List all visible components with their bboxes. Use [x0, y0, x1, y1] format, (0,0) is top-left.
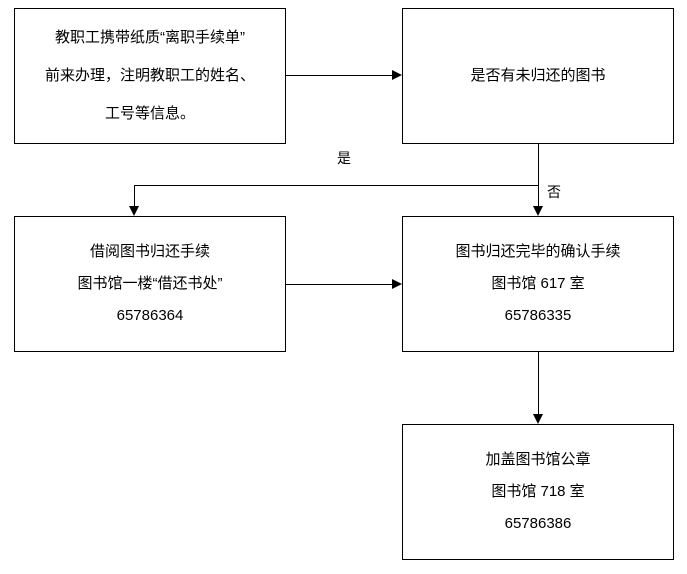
node-return-line-2: 图书馆一楼“借还书处”	[77, 275, 223, 292]
edge-check-to-confirm-arrowhead	[533, 206, 543, 216]
edge-start-to-check-arrowhead	[392, 70, 402, 80]
node-confirm-line-1: 图书归还完毕的确认手续	[455, 243, 621, 260]
edge-confirm-to-stamp	[538, 352, 539, 414]
node-start: 教职工携带纸质“离职手续单” 前来办理，注明教职工的姓名、 工号等信息。	[14, 8, 286, 144]
node-confirm-line-3: 65786335	[504, 307, 572, 324]
node-return-line-1: 借阅图书归还手续	[89, 243, 210, 260]
node-confirm-line-2: 图书馆 617 室	[491, 275, 585, 292]
node-return-line-3: 65786364	[116, 307, 184, 324]
edge-check-to-return-seg-down	[538, 144, 539, 185]
edge-label-yes: 是	[337, 150, 351, 166]
node-start-line-2: 前来办理，注明教职工的姓名、	[44, 67, 255, 84]
node-stamp-line-3: 65786386	[504, 515, 572, 532]
node-stamp-line-1: 加盖图书馆公章	[485, 451, 591, 468]
edge-confirm-to-stamp-arrowhead	[533, 414, 543, 424]
node-check-line-1: 是否有未归还的图书	[470, 67, 606, 84]
edge-check-to-confirm	[538, 185, 539, 206]
edge-check-to-return-seg-drop	[134, 185, 135, 206]
edge-return-to-confirm	[286, 284, 392, 285]
node-stamp-line-2: 图书馆 718 室	[491, 483, 585, 500]
edge-return-to-confirm-arrowhead	[392, 279, 402, 289]
edge-check-to-return-seg-left	[134, 185, 538, 186]
node-start-line-3: 工号等信息。	[104, 105, 195, 122]
node-confirm-return: 图书归还完毕的确认手续 图书馆 617 室 65786335	[402, 216, 674, 352]
node-stamp-seal: 加盖图书馆公章 图书馆 718 室 65786386	[402, 424, 674, 560]
edge-start-to-check	[286, 75, 392, 76]
node-check-unreturned-books: 是否有未归还的图书	[402, 8, 674, 144]
node-return-books: 借阅图书归还手续 图书馆一楼“借还书处” 65786364	[14, 216, 286, 352]
node-start-line-1: 教职工携带纸质“离职手续单”	[55, 29, 245, 46]
edge-label-no: 否	[547, 184, 561, 200]
edge-check-to-return-arrowhead	[129, 206, 139, 216]
